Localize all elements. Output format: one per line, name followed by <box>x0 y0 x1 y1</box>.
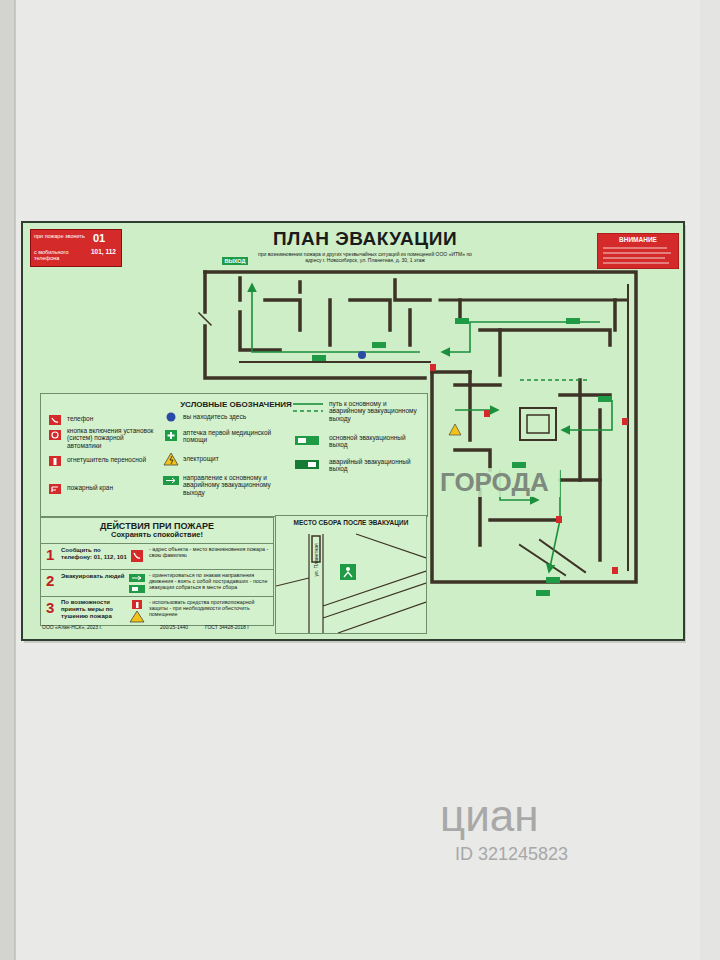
wall-edge <box>0 0 15 960</box>
electric-panel-symbol <box>449 424 461 435</box>
node-text: - использовать средства противопожарной … <box>149 599 269 617</box>
node-text: ВНИМАНИЕ <box>597 236 679 243</box>
you-are-here-dot <box>358 351 366 359</box>
assembly-map <box>276 516 426 633</box>
node-text: УСЛОВНЫЕ ОБОЗНАЧЕНИЯ <box>156 400 316 409</box>
actions-panel: ДЕЙСТВИЯ ПРИ ПОЖАРЕСохранять спокойствие… <box>40 517 274 626</box>
node-text: 101, 112 <box>91 248 119 255</box>
step-row: 1Сообщить по телефону: 01, 112, 101 - адр… <box>41 543 273 570</box>
legend-text: направление к основному и аварийному эва… <box>183 474 287 496</box>
node-text: 2 <box>46 572 60 589</box>
node-text: Сообщить по телефону: 01, 112, 101 <box>61 547 127 561</box>
node-text: По возможности принять меры по тушению п… <box>61 599 127 620</box>
node-text: Эвакуировать людей <box>61 573 127 580</box>
exit-sign: ВЫХОД <box>222 257 248 265</box>
watermark: ID 321245823 <box>455 845 615 865</box>
step-row: 3По возможности принять меры по тушению … <box>41 596 273 623</box>
footer-note: 200/25-1440 <box>160 625 200 631</box>
legend-text: аварийный эвакуационный выход <box>329 458 423 473</box>
subtitle: при возникновении пожара и других чрезвы… <box>255 252 475 263</box>
node-text: 3 <box>46 599 60 616</box>
legend-text: огнетушитель переносной <box>67 456 159 463</box>
legend-text: путь к основному и аварийному эвакуацион… <box>329 400 423 422</box>
assembly-panel: МЕСТО СБОРА ПОСЛЕ ЭВАКУАЦИИ <box>275 515 427 634</box>
legend-text: аптечка первой медицинской помощи <box>183 429 287 444</box>
legend-text: кнопка включения установок (систем) пожа… <box>67 427 159 449</box>
node-text: с мобильного телефона <box>34 249 88 262</box>
node-text: Сохранять спокойствие! <box>41 531 273 540</box>
legend-text: основной эвакуационный выход <box>329 434 423 449</box>
footer-note: ООО «Алан-НСК», 2023 г. <box>42 625 142 631</box>
legend-text: телефон <box>67 415 159 422</box>
step-row: 2Эвакуировать людей - ориентироваться по … <box>41 569 273 597</box>
node-text: - адрес объекта - место возникновения по… <box>149 546 269 558</box>
node-text: МЕСТО СБОРА ПОСЛЕ ЭВАКУАЦИИ <box>276 519 426 526</box>
node-text: ДЕЙСТВИЯ ПРИ ПОЖАРЕ <box>41 521 273 531</box>
node-text: при пожаре звонить <box>34 233 88 239</box>
wall-edge-line <box>14 0 16 960</box>
node-text: 01 <box>93 232 117 245</box>
phone-box: при пожаре звонить 01 с мобильного телефон… <box>30 229 122 267</box>
sign-board <box>22 222 684 640</box>
footer-note: ГОСТ 34428-2018 I <box>205 625 265 631</box>
wall-corner <box>700 0 720 960</box>
legend-text: пожарный кран <box>67 484 159 491</box>
fire-extinguishers <box>430 364 628 574</box>
attention-box: ВНИМАНИЕ <box>597 233 679 269</box>
legend-text: вы находитесь здесь <box>183 413 287 420</box>
watermark: ГОРОДА <box>440 468 560 497</box>
legend-panel: УСЛОВНЫЕ ОБОЗНАЧЕНИЯ телефон кнопка включе… <box>40 393 428 517</box>
legend-text: электрощит <box>183 455 287 462</box>
plan-title: ПЛАН ЭВАКУАЦИИ <box>255 229 475 250</box>
street-name: ул. Планетная <box>314 540 320 580</box>
node-text: 1 <box>46 546 60 563</box>
watermark: циан <box>440 792 590 840</box>
node-text: - ориентироваться по знакам направления … <box>149 572 269 590</box>
